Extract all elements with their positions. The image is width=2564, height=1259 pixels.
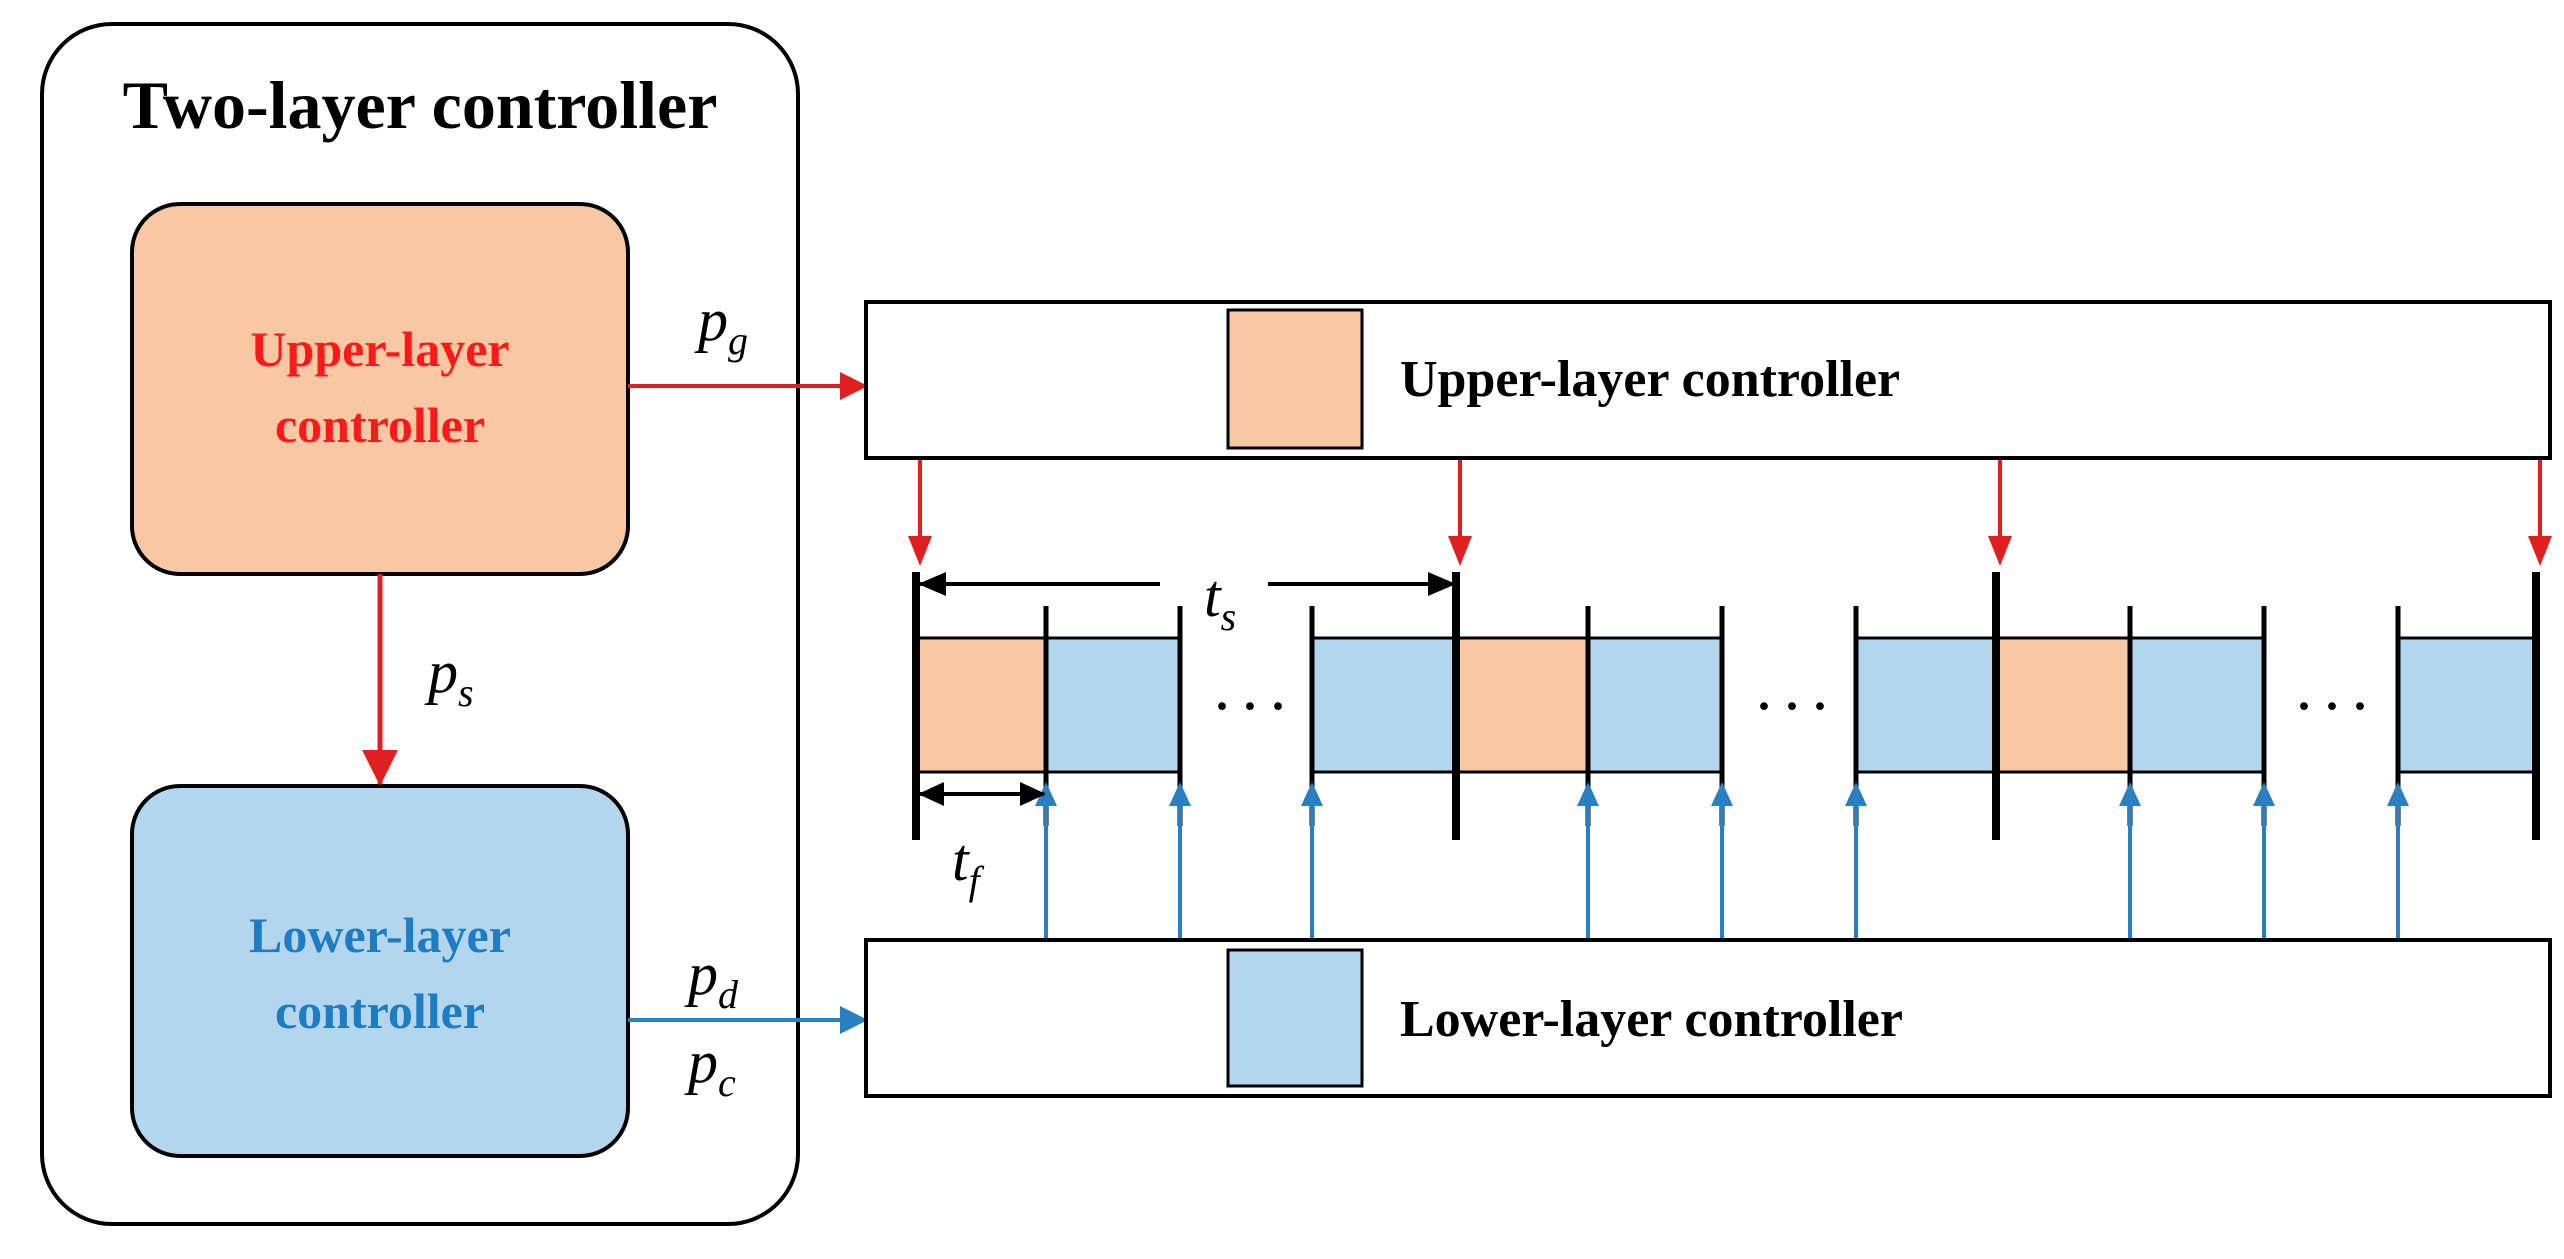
lower-step-segment <box>2130 638 2264 772</box>
lower-step-segment <box>1046 638 1180 772</box>
ellipsis-2: · · · <box>1756 680 1828 733</box>
upper-step-segment <box>1456 638 1588 772</box>
pd-pc-arrowhead <box>840 1006 868 1034</box>
upper-legend-swatch <box>1226 308 1364 450</box>
lower-step-segment <box>1312 638 1456 772</box>
upper-trigger-arrowhead <box>908 536 932 566</box>
lower-bar-label: Lower-layer controller <box>1400 991 1903 1048</box>
pg-label: pg <box>694 287 748 363</box>
upper-bar-label: Upper-layer controller <box>1400 351 1900 408</box>
upper-block-label-line2: controller <box>275 397 485 453</box>
lower-trigger-arrowhead <box>2253 782 2275 806</box>
upper-trigger-arrowhead <box>1448 536 1472 566</box>
pd-label: pd <box>684 941 739 1017</box>
upper-timeline-bar: Upper-layer controller <box>864 300 2552 460</box>
lower-step-segment <box>1588 638 1722 772</box>
lower-block-label-line1: Lower-layer <box>249 907 511 963</box>
lower-legend-swatch <box>1226 948 1364 1088</box>
pc-label: pc <box>684 1029 736 1105</box>
lower-block-label-line2: controller <box>275 983 485 1039</box>
lower-layer-block: Lower-layer controller <box>130 784 630 1158</box>
lower-trigger-arrowhead <box>1169 782 1191 806</box>
lower-step-segment <box>2398 638 2536 772</box>
upper-trigger-arrowhead <box>1988 536 2012 566</box>
upper-block-label-line1: Upper-layer <box>250 321 509 377</box>
timeline-strip <box>908 460 2552 938</box>
ts-label: ts <box>1204 563 1236 639</box>
lower-trigger-arrowhead <box>1301 782 1323 806</box>
lower-trigger-arrowhead <box>1711 782 1733 806</box>
tf-span: tf <box>918 782 1046 903</box>
panel-title: Two-layer controller <box>123 67 718 143</box>
upper-step-segment <box>916 638 1046 772</box>
ts-span: ts <box>918 563 1456 639</box>
lower-step-segment <box>1856 638 1996 772</box>
lower-trigger-arrowhead <box>2119 782 2141 806</box>
ellipsis-1: · · · <box>1214 680 1286 733</box>
upper-trigger-arrowhead <box>2528 536 2552 566</box>
ps-label: ps <box>424 639 474 715</box>
tf-label: tf <box>952 827 985 903</box>
ellipsis-3: · · · <box>2296 680 2368 733</box>
lower-trigger-arrowhead <box>2387 782 2409 806</box>
upper-step-segment <box>1996 638 2130 772</box>
pg-arrowhead <box>840 372 868 400</box>
lower-timeline-bar: Lower-layer controller <box>864 938 2552 1098</box>
lower-trigger-arrowhead <box>1577 782 1599 806</box>
upper-layer-block: Upper-layer controller <box>130 202 630 576</box>
lower-trigger-arrowhead <box>1845 782 1867 806</box>
